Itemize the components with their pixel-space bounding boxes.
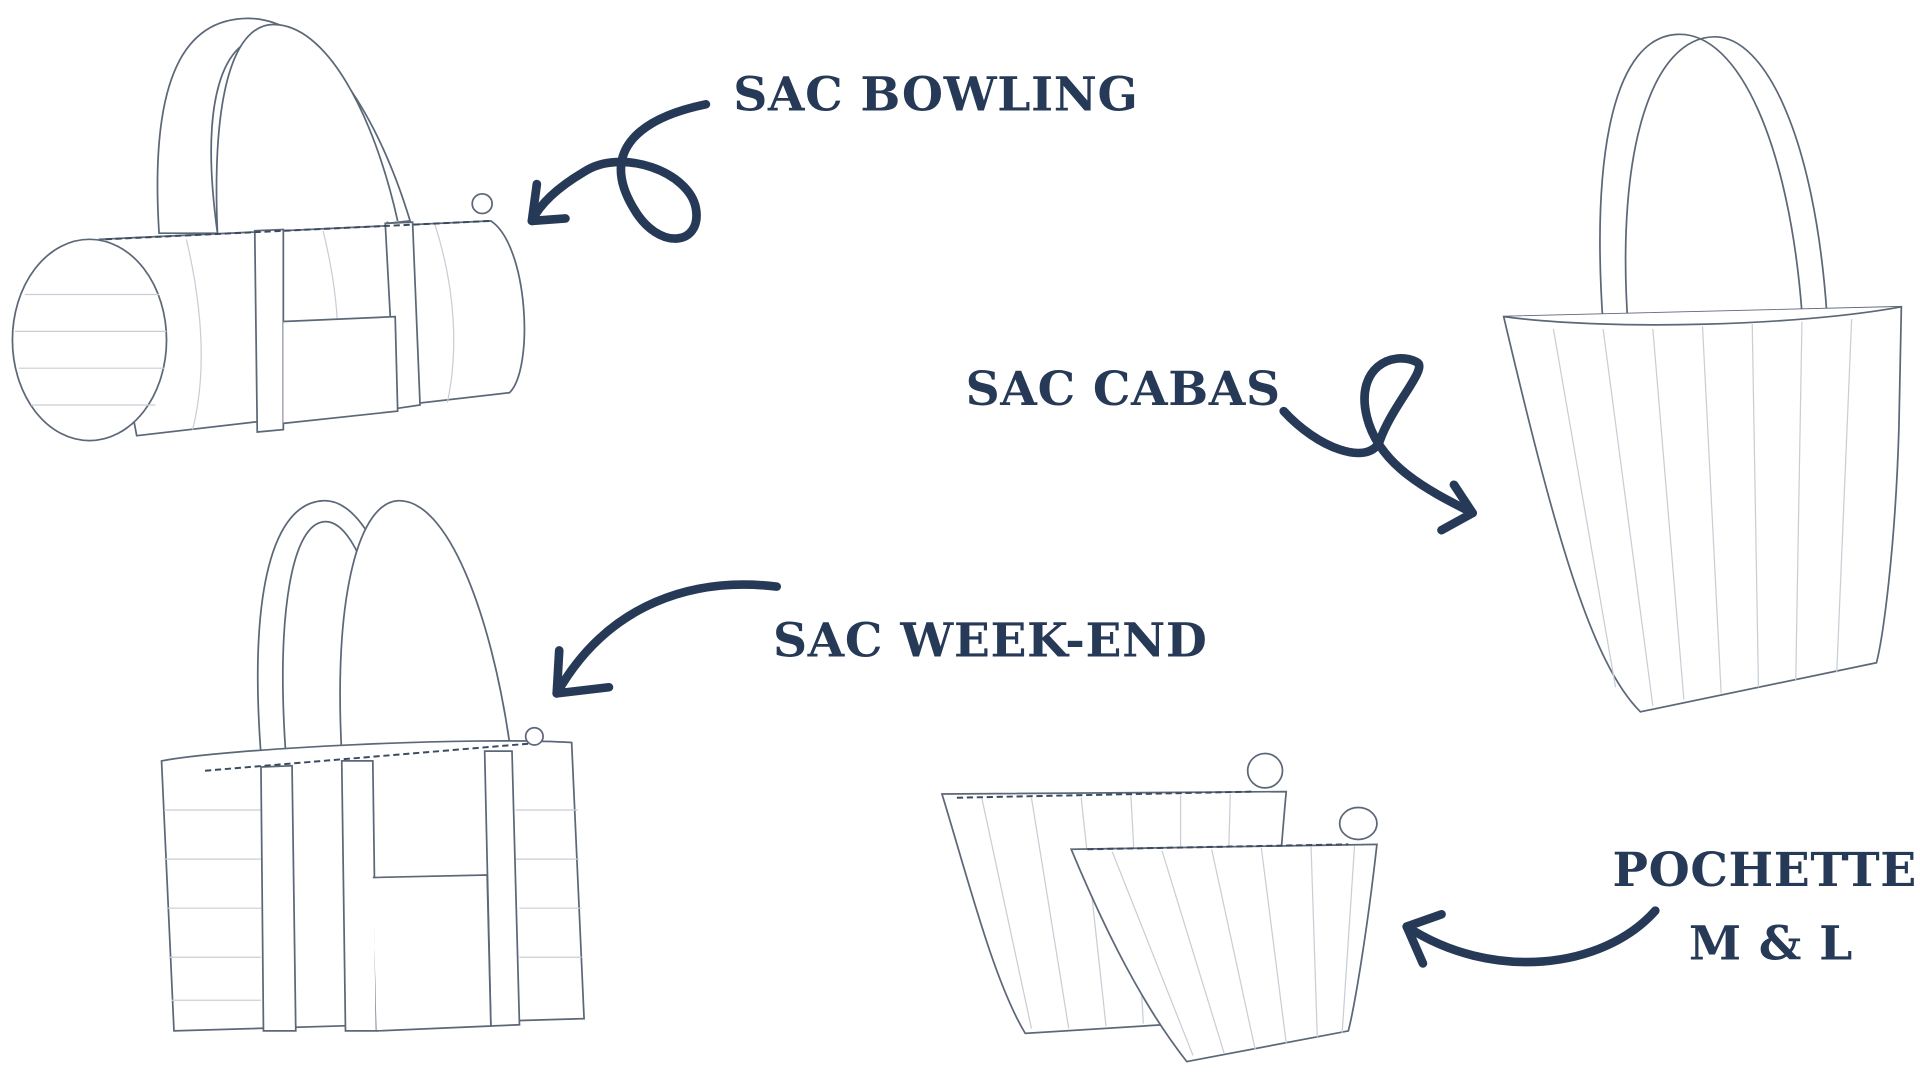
label-sac-cabas: SAC CABAS: [966, 362, 1281, 417]
label-pochette: POCHETTE: [1612, 843, 1916, 898]
pochette-illustration: [940, 752, 1378, 1063]
arrow-pochette: [1402, 906, 1660, 968]
label-sac-bowling: SAC BOWLING: [733, 68, 1138, 123]
label-pochette-sizes: M & L: [1689, 917, 1853, 972]
cabas-bag-illustration: [1502, 33, 1903, 713]
arrow-bowling: [527, 100, 711, 243]
arrow-cabas: [1279, 354, 1477, 535]
weekend-bag-illustration: [160, 499, 585, 1032]
arrow-weekend: [552, 580, 782, 698]
bowling-bag-illustration: [11, 17, 526, 442]
label-sac-weekend: SAC WEEK-END: [773, 614, 1207, 669]
